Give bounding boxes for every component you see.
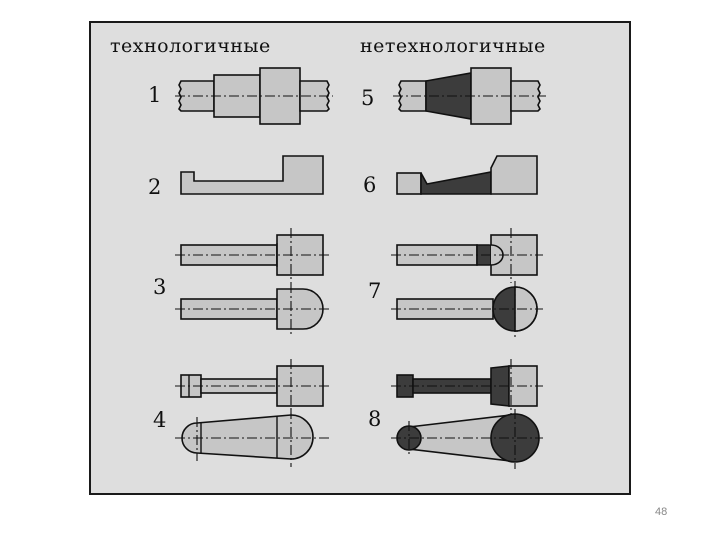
part-6-left-face [396, 172, 422, 195]
label-4: 4 [153, 408, 167, 432]
part-4-rod-and-lever [175, 359, 331, 467]
part-8-rod-and-lever [391, 359, 543, 469]
header-non-technological: нетехнологичные [360, 35, 546, 57]
part-6-sloped-block [396, 155, 538, 195]
part-1-stepped-shaft [175, 67, 333, 125]
part-7-rods [391, 228, 543, 337]
label-5: 5 [361, 86, 375, 110]
label-1: 1 [148, 83, 162, 107]
header-technological: технологичные [110, 35, 271, 57]
label-6: 6 [363, 173, 377, 197]
label-7: 7 [368, 279, 382, 303]
part-2-body [180, 155, 324, 195]
part-3-head-round [276, 288, 324, 330]
part-4-lever [181, 414, 314, 460]
part-6-right-block [490, 155, 538, 195]
label-8: 8 [368, 407, 382, 431]
page-number: 48 [655, 506, 668, 518]
part-5-tapered-shaft [393, 67, 546, 125]
label-3: 3 [153, 275, 167, 299]
part-6-dark-slope [420, 171, 492, 195]
part-2-stepped-block [180, 155, 324, 195]
part-3-rods [175, 228, 331, 335]
label-2: 2 [148, 175, 162, 199]
figure-panel: технологичные нетехнологичные 1 2 3 4 5 … [89, 21, 631, 495]
parts-drawing [175, 67, 546, 469]
